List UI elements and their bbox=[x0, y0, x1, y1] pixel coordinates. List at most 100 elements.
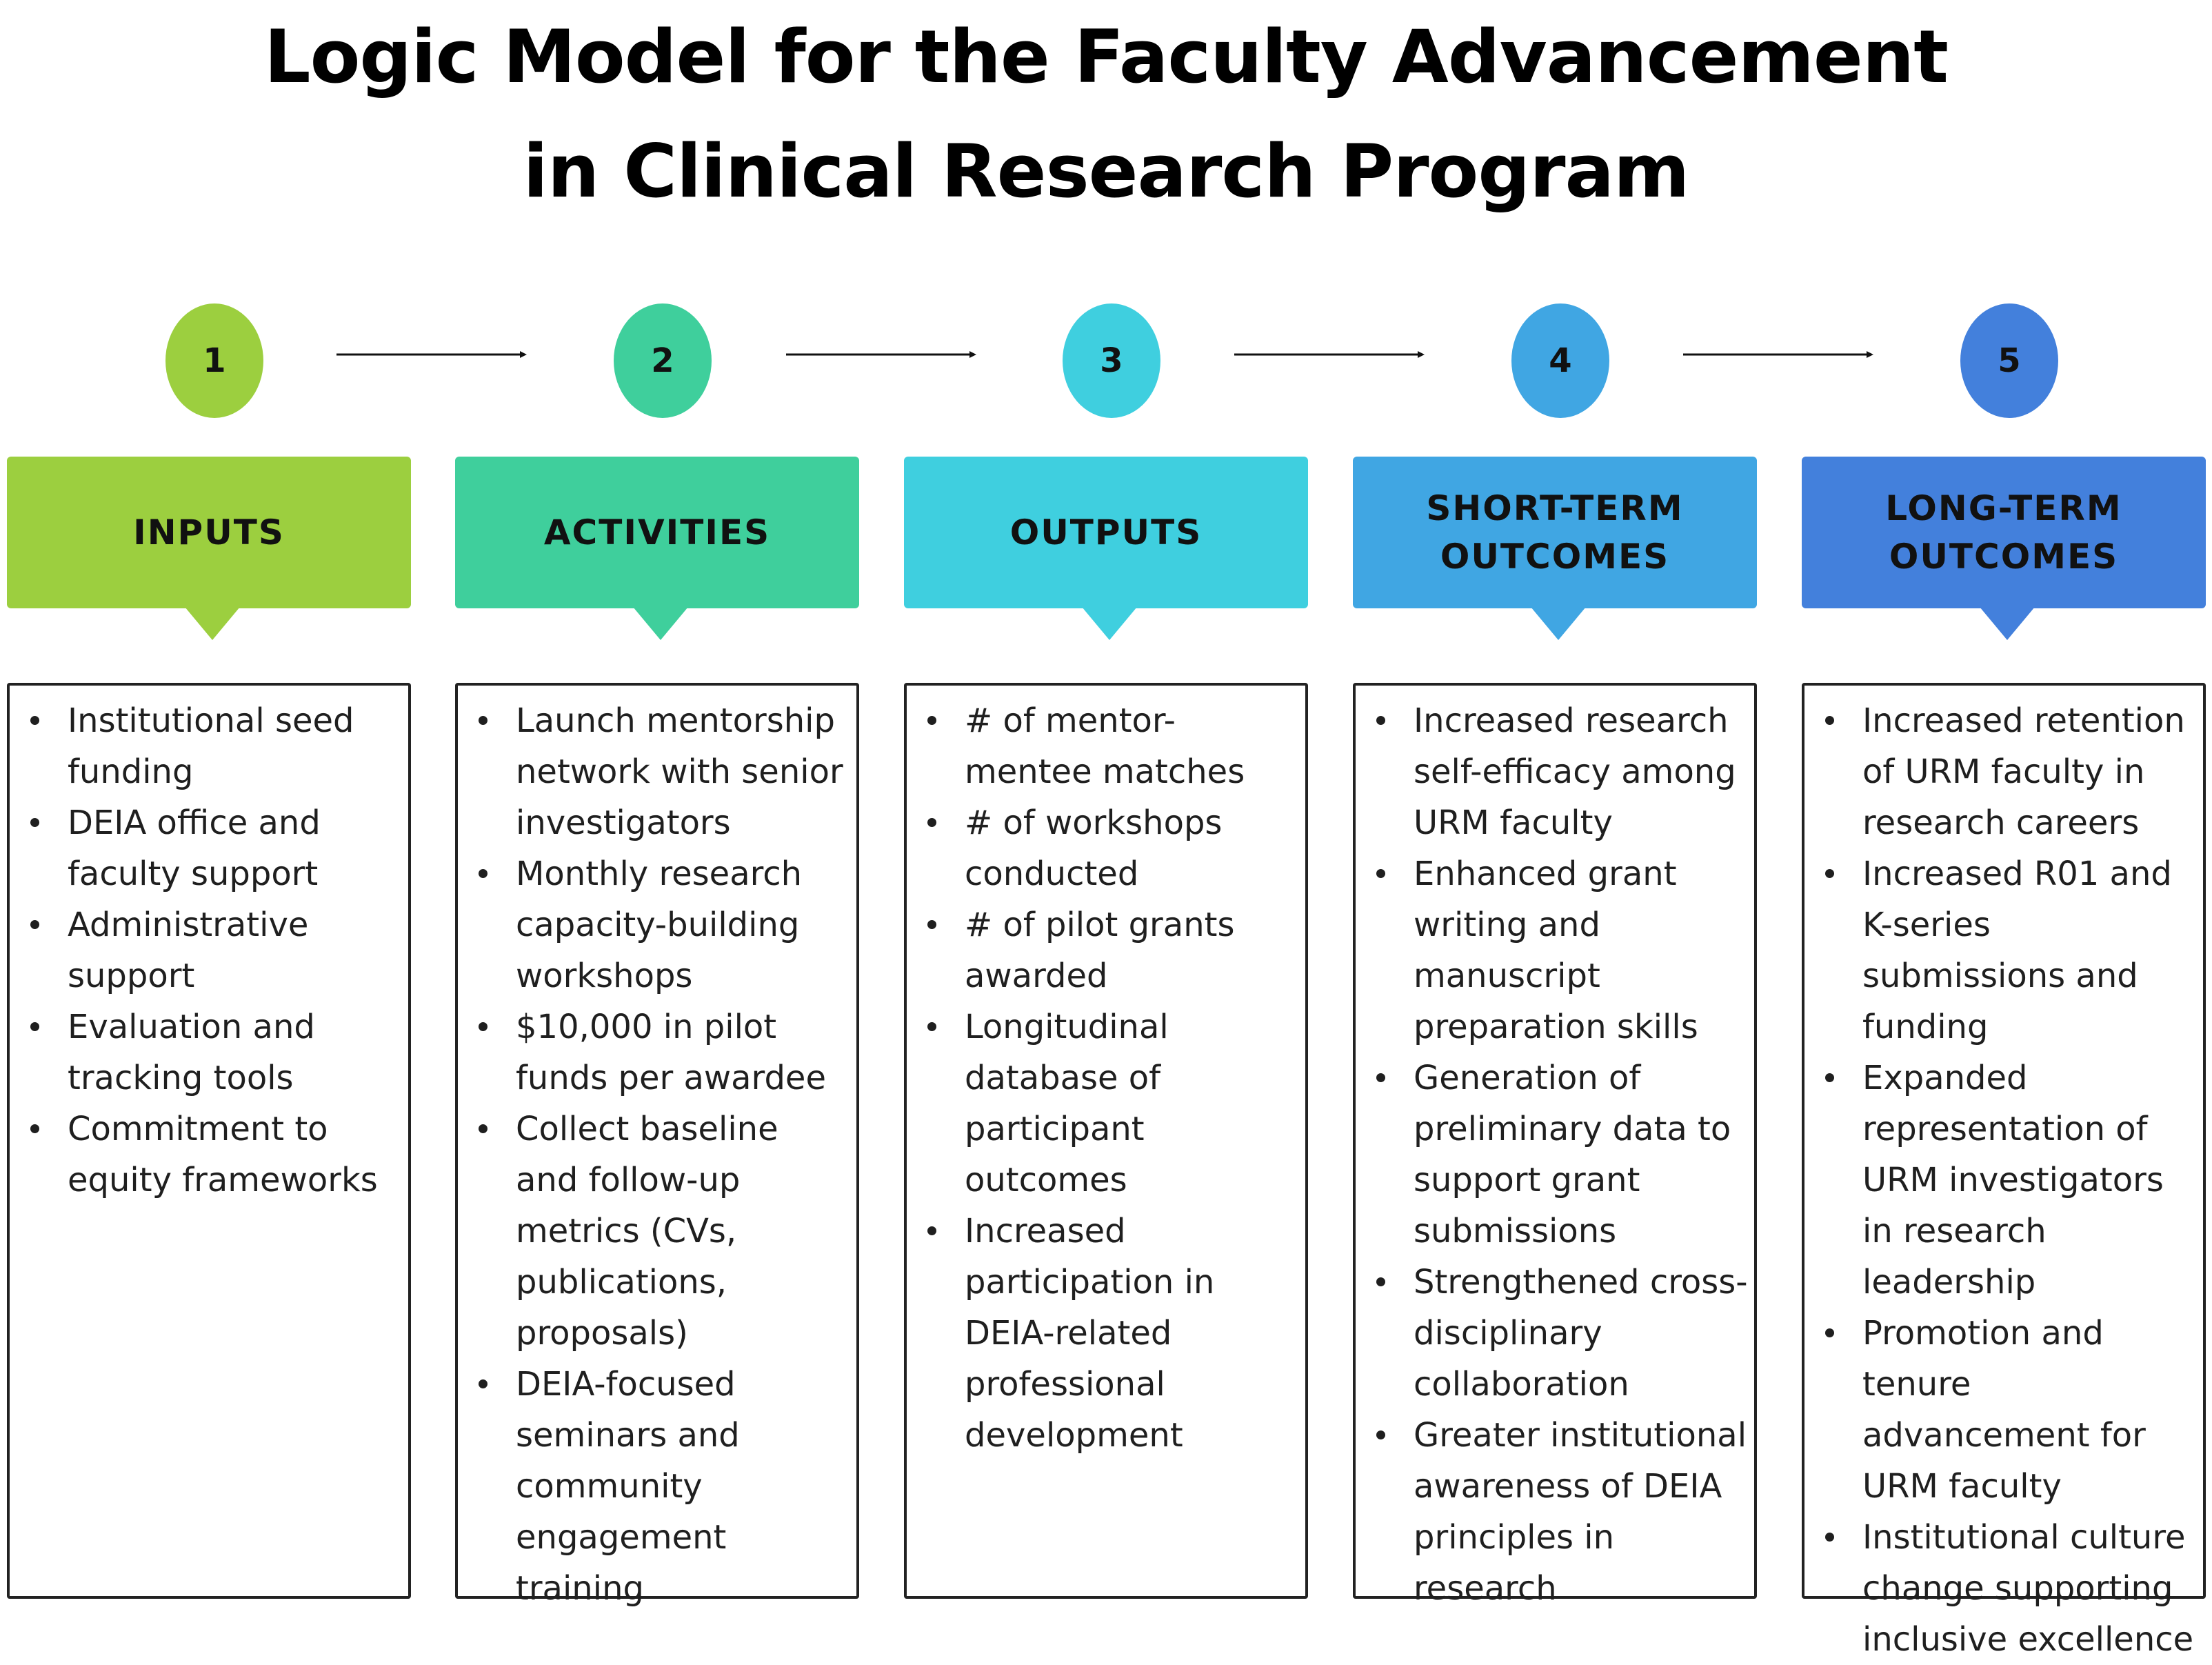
bullet-list: Increased retention of URM faculty in re… bbox=[1804, 686, 2203, 1665]
step-number-badge: 3 bbox=[1063, 303, 1160, 418]
list-item-text: DEIA office and faculty support bbox=[68, 804, 321, 893]
column-header-inputs: INPUTS bbox=[7, 457, 411, 608]
bullet-list: # of mentor-mentee matches # of workshops… bbox=[907, 686, 1305, 1461]
list-item: Enhanced grant writing and manuscript pr… bbox=[1356, 848, 1754, 1053]
bullet-dot-icon bbox=[1825, 1073, 1834, 1082]
header-pointer-triangle bbox=[185, 607, 240, 640]
bullet-dot-icon bbox=[1825, 1328, 1834, 1337]
bullet-dot-icon bbox=[1376, 869, 1385, 878]
column-header-label: ACTIVITIES bbox=[543, 512, 771, 552]
bullet-dot-icon bbox=[30, 818, 39, 827]
header-pointer-triangle bbox=[1980, 607, 2035, 640]
list-item-text: Increased participation in DEIA-related … bbox=[965, 1212, 1215, 1455]
bullet-dot-icon bbox=[927, 818, 936, 827]
header-pointer-triangle bbox=[633, 607, 688, 640]
content-box-activities: Launch mentorship network with senior in… bbox=[455, 683, 859, 1608]
column-header-short-term-outcomes: SHORT-TERM OUTCOMES bbox=[1353, 457, 1757, 608]
content-box-long-term-outcomes: Increased retention of URM faculty in re… bbox=[1802, 683, 2206, 1659]
list-item: Generation of preliminary data to suppor… bbox=[1356, 1053, 1754, 1257]
column-header-label: SHORT-TERM OUTCOMES bbox=[1426, 488, 1684, 577]
bullet-dot-icon bbox=[1376, 1277, 1385, 1286]
list-item: Increased R01 and K-series submissions a… bbox=[1804, 848, 2203, 1053]
list-item-text: # of mentor-mentee matches bbox=[965, 701, 1245, 791]
bullet-dot-icon bbox=[1825, 716, 1834, 725]
list-item-text: Increased retention of URM faculty in re… bbox=[1862, 701, 2185, 842]
list-item: Collect baseline and follow-up metrics (… bbox=[458, 1104, 856, 1359]
flow-arrow-icon bbox=[1683, 350, 1873, 358]
list-item-text: Promotion and tenure advancement for URM… bbox=[1862, 1314, 2146, 1506]
step-number-badge: 2 bbox=[614, 303, 712, 418]
bullet-dot-icon bbox=[30, 1022, 39, 1031]
content-box-outputs: # of mentor-mentee matches # of workshops… bbox=[904, 683, 1308, 1599]
list-item-text: Administrative support bbox=[68, 906, 309, 995]
bullet-dot-icon bbox=[1825, 1533, 1834, 1542]
list-item-text: Commitment to equity frameworks bbox=[68, 1110, 378, 1199]
list-item: Evaluation and tracking tools bbox=[10, 1001, 408, 1104]
step-number-badge: 5 bbox=[1960, 303, 2058, 418]
step-number-badge: 1 bbox=[165, 303, 263, 418]
list-item-text: Evaluation and tracking tools bbox=[68, 1008, 315, 1097]
column-header-label: OUTPUTS bbox=[1009, 512, 1203, 552]
list-item: $10,000 in pilot funds per awardee bbox=[458, 1001, 856, 1104]
bullet-dot-icon bbox=[30, 1124, 39, 1133]
column-header-label: LONG-TERM OUTCOMES bbox=[1885, 488, 2122, 577]
list-item: Institutional culture change supporting … bbox=[1804, 1512, 2203, 1665]
bullet-dot-icon bbox=[1376, 1430, 1385, 1439]
list-item-text: Greater institutional awareness of DEIA … bbox=[1414, 1416, 1747, 1608]
bullet-dot-icon bbox=[479, 1379, 487, 1388]
list-item: Increased participation in DEIA-related … bbox=[907, 1206, 1305, 1461]
bullet-dot-icon bbox=[30, 920, 39, 929]
list-item-text: Increased research self-efficacy among U… bbox=[1414, 701, 1736, 842]
list-item-text: Longitudinal database of participant out… bbox=[965, 1008, 1169, 1199]
list-item: Expanded representation of URM investiga… bbox=[1804, 1053, 2203, 1308]
header-pointer-triangle bbox=[1531, 607, 1586, 640]
bullet-dot-icon bbox=[1376, 1073, 1385, 1082]
title-line-1: Logic Model for the Faculty Advancement bbox=[264, 14, 1949, 99]
list-item: Monthly research capacity-building works… bbox=[458, 848, 856, 1001]
column-header-long-term-outcomes: LONG-TERM OUTCOMES bbox=[1802, 457, 2206, 608]
bullet-list: Launch mentorship network with senior in… bbox=[458, 686, 856, 1614]
flow-arrow-icon bbox=[1234, 350, 1425, 358]
list-item-text: Collect baseline and follow-up metrics (… bbox=[516, 1110, 778, 1353]
list-item: DEIA-focused seminars and community enga… bbox=[458, 1359, 856, 1614]
column-header-outputs: OUTPUTS bbox=[904, 457, 1308, 608]
bullet-dot-icon bbox=[1376, 716, 1385, 725]
list-item: Administrative support bbox=[10, 899, 408, 1001]
list-item: Greater institutional awareness of DEIA … bbox=[1356, 1410, 1754, 1614]
list-item-text: # of pilot grants awarded bbox=[965, 906, 1235, 995]
list-item: DEIA office and faculty support bbox=[10, 797, 408, 899]
list-item-text: Monthly research capacity-building works… bbox=[516, 855, 803, 995]
bullet-dot-icon bbox=[1825, 869, 1834, 878]
bullet-dot-icon bbox=[479, 869, 487, 878]
column-header-label: INPUTS bbox=[133, 512, 285, 552]
header-pointer-triangle bbox=[1082, 607, 1137, 640]
list-item-text: # of workshops conducted bbox=[965, 804, 1223, 893]
bullet-dot-icon bbox=[479, 1124, 487, 1133]
list-item: Strengthened cross-disciplinary collabor… bbox=[1356, 1257, 1754, 1410]
list-item: Institutional seed funding bbox=[10, 695, 408, 797]
bullet-dot-icon bbox=[30, 716, 39, 725]
flow-arrow-icon bbox=[336, 350, 527, 358]
bullet-dot-icon bbox=[479, 716, 487, 725]
bullet-dot-icon bbox=[927, 920, 936, 929]
bullet-dot-icon bbox=[927, 1022, 936, 1031]
list-item-text: Enhanced grant writing and manuscript pr… bbox=[1414, 855, 1698, 1046]
bullet-dot-icon bbox=[927, 716, 936, 725]
list-item-text: Expanded representation of URM investiga… bbox=[1862, 1059, 2164, 1302]
list-item: Promotion and tenure advancement for URM… bbox=[1804, 1308, 2203, 1512]
list-item: Increased retention of URM faculty in re… bbox=[1804, 695, 2203, 848]
list-item-text: Institutional culture change supporting … bbox=[1862, 1518, 2194, 1659]
list-item-text: Strengthened cross-disciplinary collabor… bbox=[1414, 1263, 1748, 1404]
list-item-text: $10,000 in pilot funds per awardee bbox=[516, 1008, 826, 1097]
bullet-list: Increased research self-efficacy among U… bbox=[1356, 686, 1754, 1614]
flow-arrow-icon bbox=[786, 350, 976, 358]
list-item-text: Increased R01 and K-series submissions a… bbox=[1862, 855, 2172, 1046]
bullet-dot-icon bbox=[927, 1226, 936, 1235]
list-item-text: DEIA-focused seminars and community enga… bbox=[516, 1365, 740, 1608]
